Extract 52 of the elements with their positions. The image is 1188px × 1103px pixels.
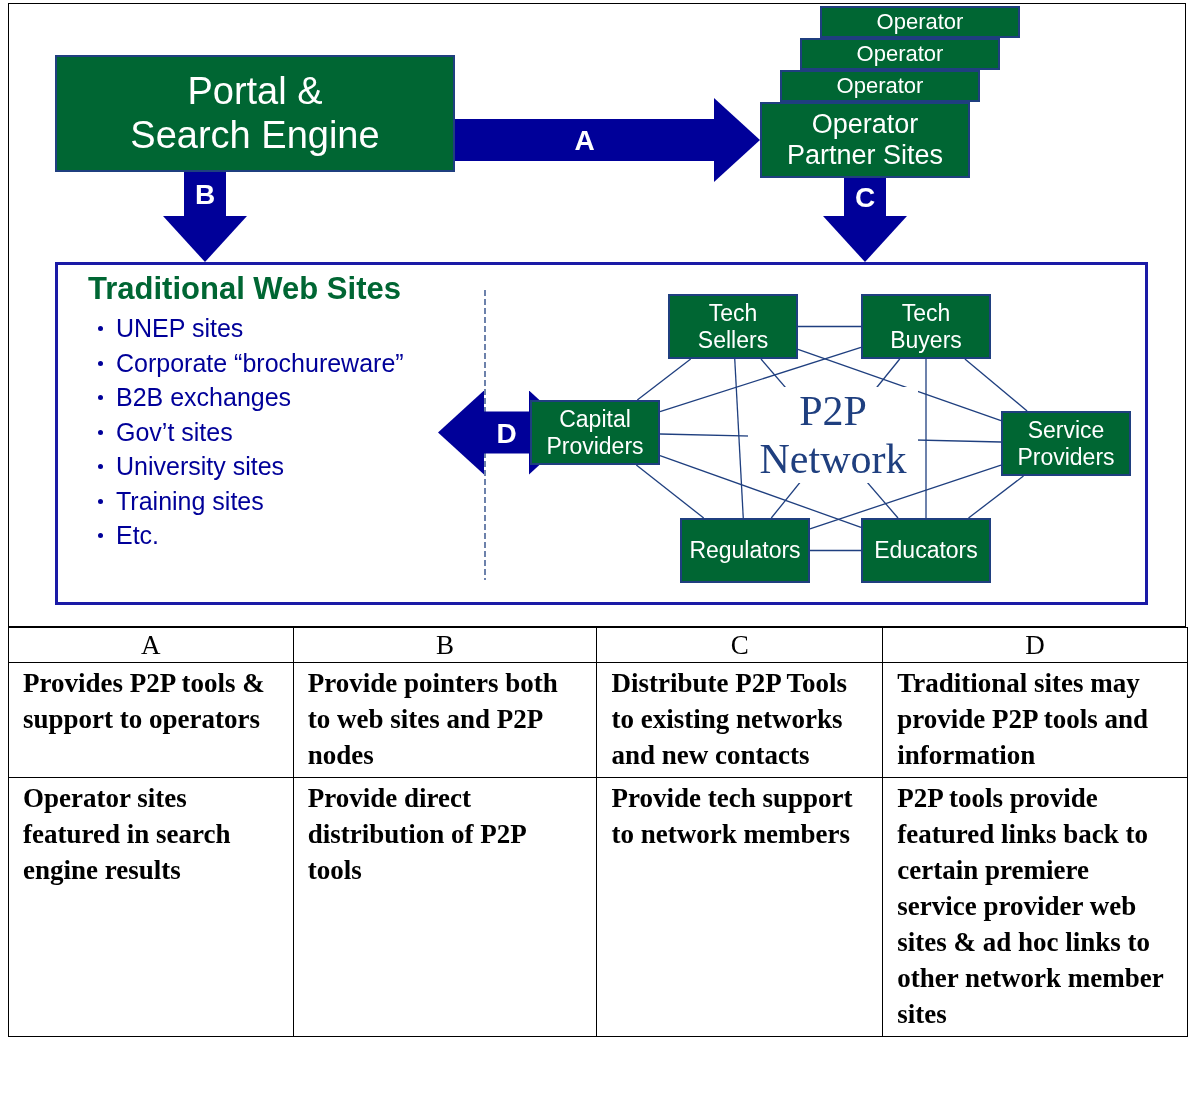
site-box: Service Providers xyxy=(1001,411,1131,476)
table-cell: P2P tools provide featured links back to certain premiere service provider web sites & ad hoc links to other network member sites xyxy=(882,777,1188,1037)
site-box: Operator Partner Sites xyxy=(760,102,970,178)
list-item: Etc. xyxy=(116,521,160,549)
connector-line xyxy=(636,358,692,401)
connector-line xyxy=(967,475,1025,519)
column-header: D xyxy=(882,627,1188,663)
connector-line xyxy=(809,549,862,552)
connector-line xyxy=(659,455,862,528)
site-box: Capital Providers xyxy=(530,400,660,465)
table-cell: Distribute P2P Tools to existing networks and new contacts xyxy=(597,662,883,778)
connector-line xyxy=(797,348,1002,422)
table-cell: Provides P2P tools & support to operators xyxy=(8,662,294,778)
connector-line xyxy=(809,464,1002,530)
group-frame xyxy=(55,262,1148,605)
connector-line xyxy=(659,346,862,413)
list-item: B2B exchanges xyxy=(116,383,292,411)
column-header: B xyxy=(293,627,597,663)
operator-card: Operator xyxy=(800,38,1000,70)
operator-card: Operator xyxy=(820,6,1020,38)
column-header: A xyxy=(8,627,294,663)
edge-label: A xyxy=(574,125,595,156)
connector-line xyxy=(635,464,705,519)
connector-line xyxy=(964,358,1028,412)
list-item: UNEP sites xyxy=(116,314,244,342)
edge-label: B xyxy=(194,179,216,210)
table-cell: Traditional sites may provide P2P tools and information xyxy=(882,662,1188,778)
table-cell: Provide direct distribution of P2P tools xyxy=(293,777,597,1037)
site-box: Tech Buyers xyxy=(861,294,991,359)
block-arrow xyxy=(455,98,760,182)
edge-label: D xyxy=(496,417,517,449)
network-caption: P2P Network xyxy=(748,387,918,483)
list-item: Training sites xyxy=(116,486,264,515)
site-box: Educators xyxy=(861,518,991,583)
site-box: Regulators xyxy=(680,518,810,583)
list-item: Gov’t sites xyxy=(116,417,233,446)
block-arrow xyxy=(163,172,247,262)
edge-label: C xyxy=(854,182,876,213)
site-box: Tech Sellers xyxy=(668,294,798,359)
list-item: Corporate “brochureware” xyxy=(116,348,404,377)
list-item: University sites xyxy=(116,452,285,480)
connector-line xyxy=(734,358,744,519)
connector-line xyxy=(925,358,927,519)
block-arrow xyxy=(823,178,907,262)
connector-line xyxy=(797,325,862,328)
table-cell: Provide pointers both to web sites and P2P nodes xyxy=(293,662,597,778)
operator-card: Operator xyxy=(780,70,980,102)
table-cell: Operator sites featured in search engine results xyxy=(8,777,294,1037)
heading: Traditional Web Sites xyxy=(88,271,402,307)
site-box: Portal & Search Engine xyxy=(55,55,455,172)
column-header: C xyxy=(597,627,883,663)
table-cell: Provide tech support to network members xyxy=(597,777,883,1037)
